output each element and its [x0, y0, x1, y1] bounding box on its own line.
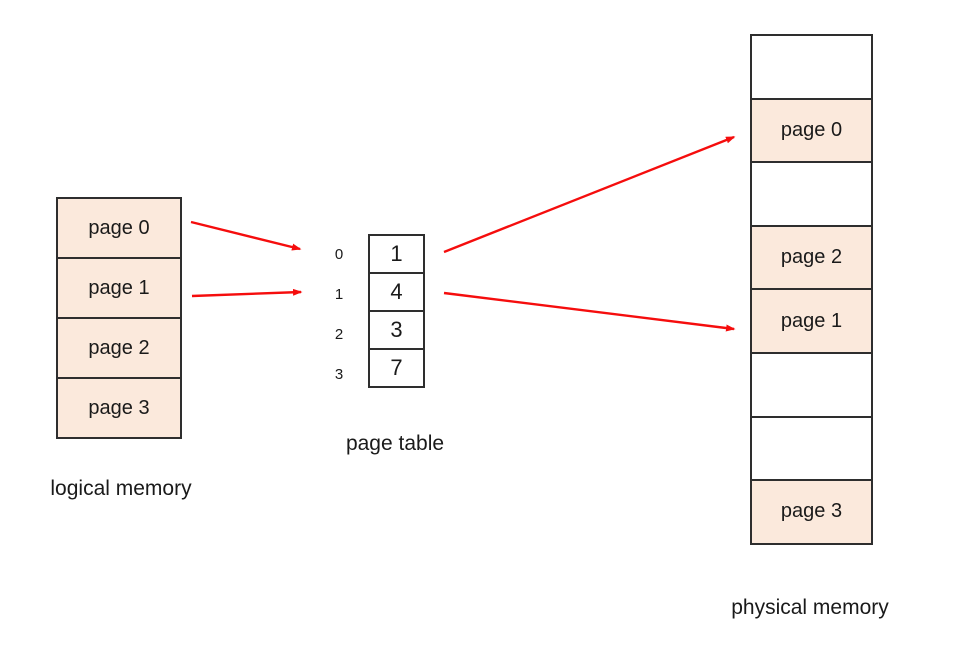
page-table-value: 4: [368, 272, 425, 312]
logical-memory-cell: page 1: [56, 257, 182, 319]
physical-memory-box: page 0 page 2 page 1 page 3: [750, 34, 873, 545]
arrow-pagetable0-to-frame1: [443, 135, 736, 254]
page-table-value: 1: [368, 234, 425, 274]
physical-memory-frame: [750, 351, 873, 418]
arrow-logical-page0-to-pagetable0: [190, 220, 302, 251]
page-table-value: 3: [368, 310, 425, 350]
physical-memory-frame: [750, 161, 873, 227]
arrow-logical-page1-to-pagetable1: [191, 288, 303, 298]
logical-memory-cell: page 2: [56, 317, 182, 379]
physical-memory-frame: page 1: [750, 288, 873, 354]
page-table-box: 1 4 3 7: [368, 234, 425, 388]
arrow-pagetable1-to-frame4: [443, 291, 736, 332]
physical-memory-label: physical memory: [731, 596, 889, 619]
physical-memory-frame: page 0: [750, 97, 873, 164]
logical-memory-cell: page 0: [56, 197, 182, 259]
page-table-index: 0: [334, 245, 344, 263]
physical-memory-frame: page 3: [750, 479, 873, 545]
page-table-label: page table: [345, 432, 445, 455]
physical-memory-frame: page 2: [750, 224, 873, 291]
page-table-index: 3: [334, 365, 344, 383]
logical-memory-box: page 0 page 1 page 2 page 3: [56, 197, 182, 439]
physical-memory-frame: [750, 34, 873, 100]
page-table-index: 1: [334, 285, 344, 303]
logical-memory-label: logical memory: [50, 477, 192, 500]
logical-memory-cell: page 3: [56, 377, 182, 439]
page-table-value: 7: [368, 348, 425, 388]
page-table-index: 2: [334, 325, 344, 343]
physical-memory-frame: [750, 415, 873, 482]
